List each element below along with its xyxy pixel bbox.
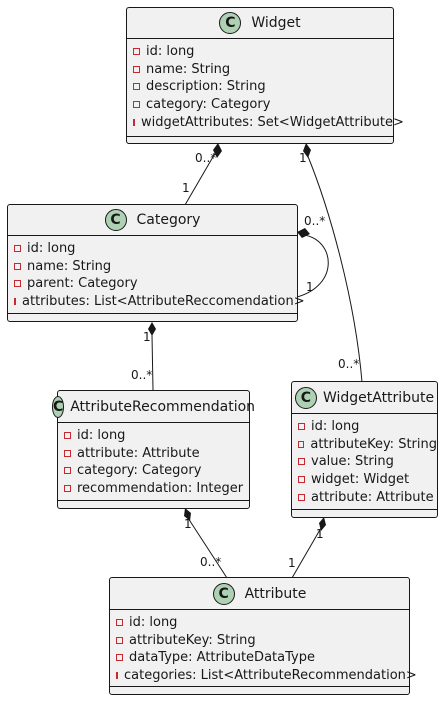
attribute-row: id: long (14, 240, 297, 258)
attribute-row: attributes: List<AttributeReccomendation… (14, 293, 305, 311)
mult-category-self-from: 0..* (304, 214, 326, 228)
class-methods-divider (8, 313, 297, 314)
private-visibility-icon (14, 245, 21, 253)
private-visibility-icon (116, 654, 123, 662)
class-methods-divider (292, 509, 437, 510)
mult-category-attrrec-to: 0..* (131, 368, 153, 382)
private-visibility-icon (133, 101, 140, 109)
mult-attrrec-attribute-from: 1 (184, 517, 192, 531)
class-attributes: id: long attributeKey: String dataType: … (110, 610, 417, 685)
mult-attrrec-attribute-to: 0..* (200, 555, 222, 569)
attribute-row: id: long (133, 43, 393, 61)
category-attrrec-line (151, 334, 154, 391)
private-visibility-icon (64, 449, 71, 457)
mult-widget-category-from: 0..* (195, 151, 217, 165)
class-name: WidgetAttribute (322, 389, 435, 406)
private-visibility-icon (133, 48, 140, 56)
attribute-row: widget: Widget (298, 471, 437, 489)
class-attributes: id: long name: String description: Strin… (127, 39, 404, 131)
private-visibility-icon (64, 432, 71, 440)
category-attrrec-diamond (148, 322, 156, 336)
attrrec-attribute-diamond (184, 508, 191, 521)
class-name: Widget (251, 15, 301, 31)
attribute-row: parent: Category (14, 275, 297, 293)
widget-category-line (184, 149, 218, 206)
class-header: C Category (8, 205, 297, 236)
class-attribute-recommendation: C AttributeRecommendation id: long attri… (51, 390, 255, 509)
attribute-row: id: long (116, 614, 409, 632)
mult-category-self-to: 1 (306, 280, 314, 294)
class-widget-attribute: C WidgetAttribute id: long attributeKey:… (291, 381, 438, 518)
private-visibility-icon (64, 485, 71, 493)
widget-widgetattribute-line (306, 153, 363, 383)
private-visibility-icon (298, 493, 305, 501)
private-visibility-icon (116, 636, 123, 644)
class-category: C Category id: long name: String parent:… (7, 204, 305, 322)
attribute-row: category: Category (64, 462, 249, 480)
attribute-row: recommendation: Integer (64, 480, 249, 498)
attribute-row: name: String (14, 258, 297, 276)
mult-category-attrrec-from: 1 (143, 330, 151, 344)
class-methods-divider (58, 500, 249, 501)
attribute-row: description: String (133, 78, 393, 96)
widget-widgetattribute-diamond (303, 143, 311, 158)
mult-widget-widgetattribute-to: 0..* (338, 357, 360, 371)
private-visibility-icon (14, 262, 21, 270)
private-visibility-icon (133, 118, 135, 126)
attribute-row: category: Category (133, 96, 393, 114)
private-visibility-icon (298, 440, 305, 448)
private-visibility-icon (133, 83, 140, 91)
class-header: C Attribute (110, 578, 409, 610)
category-self-diamond (297, 228, 310, 238)
attribute-row: name: String (133, 61, 393, 79)
class-badge-icon: C (294, 386, 317, 409)
private-visibility-icon (133, 65, 140, 73)
mult-widget-widgetattribute-from: 1 (299, 151, 307, 165)
attribute-row: attributeKey: String (298, 436, 437, 454)
private-visibility-icon (116, 672, 118, 680)
attribute-row: dataType: AttributeDataType (116, 649, 409, 667)
widget-category-diamond (213, 143, 222, 158)
class-badge-icon: C (51, 395, 65, 418)
class-name: Category (136, 212, 201, 228)
attribute-row: attribute: Attribute (298, 488, 437, 506)
class-methods-divider (127, 136, 393, 137)
class-name: Attribute (244, 585, 307, 602)
class-badge-icon: C (104, 209, 127, 231)
attribute-row: value: String (298, 453, 437, 471)
mult-widgetattribute-attribute-to: 1 (288, 556, 296, 570)
class-methods-divider (110, 686, 409, 687)
private-visibility-icon (298, 423, 305, 431)
class-header: C AttributeRecommendation (51, 391, 255, 423)
private-visibility-icon (298, 476, 305, 484)
class-attributes: id: long attribute: Attribute category: … (58, 423, 249, 497)
class-badge-icon: C (212, 582, 235, 605)
private-visibility-icon (14, 280, 21, 288)
class-header: C WidgetAttribute (292, 382, 437, 414)
mult-widgetattribute-attribute-from: 1 (316, 527, 324, 541)
class-widget: C Widget id: long name: String descripti… (126, 7, 404, 144)
class-attribute: C Attribute id: long attributeKey: Strin… (109, 577, 417, 695)
private-visibility-icon (116, 619, 123, 627)
attrrec-attribute-line (187, 517, 228, 579)
attribute-row: attributeKey: String (116, 632, 409, 650)
class-attributes: id: long name: String parent: Category a… (8, 236, 305, 311)
class-header: C Widget (127, 8, 393, 39)
attribute-row: attribute: Attribute (64, 445, 249, 463)
attribute-row: categories: List<AttributeRecommendation… (116, 667, 417, 685)
mult-widget-category-to: 1 (182, 181, 190, 195)
class-badge-icon: C (219, 12, 242, 34)
private-visibility-icon (64, 467, 71, 475)
category-self-line (296, 234, 329, 298)
widgetattribute-attribute-line (291, 527, 322, 579)
private-visibility-icon (14, 298, 16, 306)
class-attributes: id: long attributeKey: String value: Str… (292, 414, 437, 506)
attribute-row: id: long (64, 427, 249, 445)
private-visibility-icon (298, 458, 305, 466)
class-name: AttributeRecommendation (70, 398, 256, 415)
attribute-row: id: long (298, 418, 437, 436)
attribute-row: widgetAttributes: Set<WidgetAttribute> (133, 113, 404, 131)
widgetattribute-attribute-diamond (319, 517, 326, 531)
